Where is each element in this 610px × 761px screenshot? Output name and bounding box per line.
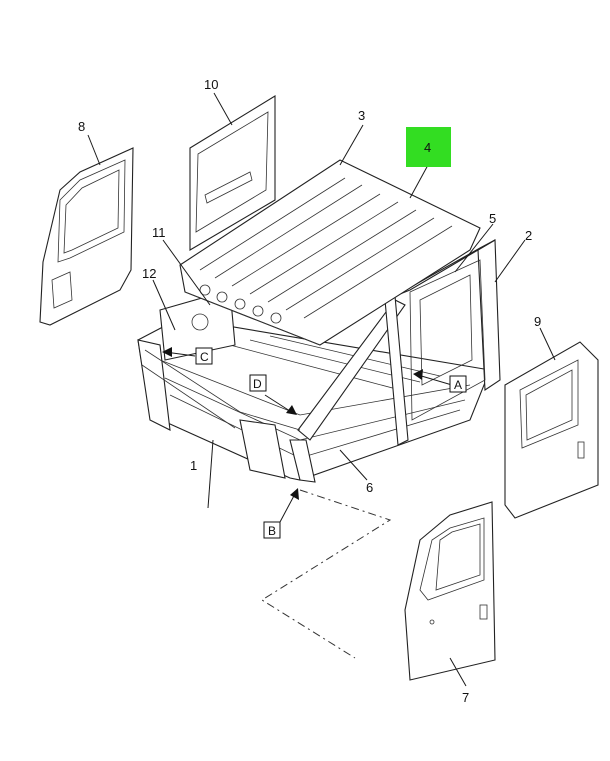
callout-9: 9 — [534, 314, 541, 329]
roof-part-3 — [179, 159, 481, 346]
callout-6: 6 — [366, 480, 373, 495]
callout-1: 1 — [190, 458, 197, 473]
leader-lines — [87, 92, 556, 687]
callout-labels: 1 2 3 4 5 6 7 8 9 10 11 12 — [78, 77, 541, 705]
view-letter-b: B — [268, 524, 276, 538]
door-part-8 — [39, 147, 134, 326]
callout-2: 2 — [525, 228, 532, 243]
callout-10: 10 — [204, 77, 218, 92]
callout-7: 7 — [462, 690, 469, 705]
view-letter-d: D — [253, 377, 262, 391]
view-letter-c: C — [200, 350, 209, 364]
callout-11: 11 — [152, 225, 166, 240]
door-part-9 — [504, 341, 599, 519]
callout-4-highlight — [406, 127, 451, 167]
view-arrows — [162, 347, 453, 523]
callout-4: 4 — [424, 140, 431, 155]
view-letter-boxes: A B C D — [195, 347, 467, 539]
callout-5: 5 — [489, 211, 496, 226]
rear-wall-part-10 — [189, 95, 276, 251]
callout-3: 3 — [358, 108, 365, 123]
callout-8: 8 — [78, 119, 85, 134]
callout-12: 12 — [142, 266, 156, 281]
door-7-dashed-outline — [261, 489, 392, 659]
cab-frame — [137, 239, 501, 483]
door-part-7 — [404, 501, 496, 681]
view-letter-a: A — [454, 378, 462, 392]
